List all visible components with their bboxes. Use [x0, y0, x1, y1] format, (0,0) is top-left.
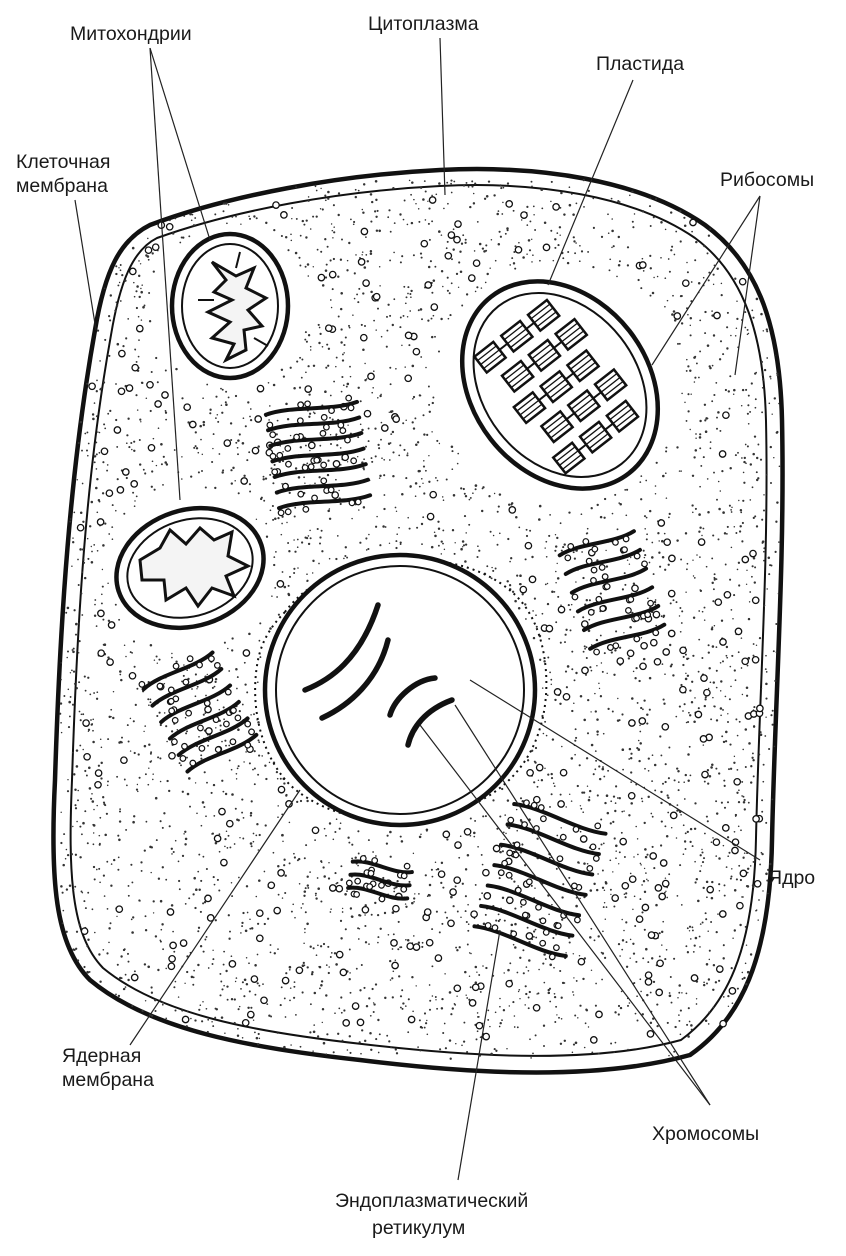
plastid [422, 243, 699, 528]
label-plastid: Пластида [596, 53, 684, 75]
label-er-line1: Эндоплазматический [335, 1190, 528, 1212]
mitochondrion-lower [101, 490, 280, 647]
label-er-line2: ретикулум [372, 1217, 465, 1239]
mitochondrion-upper [172, 234, 288, 378]
label-mitochondria: Митохондрии [70, 23, 192, 45]
label-ribosomes: Рибосомы [720, 169, 814, 191]
label-nuclear-membrane-line2: мембрана [62, 1069, 154, 1091]
label-cell-membrane-line2: мембрана [16, 175, 108, 197]
label-nucleus: Ядро [768, 867, 815, 889]
label-cell-membrane-line1: Клеточная [16, 151, 110, 173]
label-chromosomes: Хромосомы [652, 1123, 759, 1145]
label-nuclear-membrane-line1: Ядерная [62, 1045, 141, 1067]
label-cytoplasm: Цитоплазма [368, 13, 479, 35]
nucleus [255, 555, 546, 825]
